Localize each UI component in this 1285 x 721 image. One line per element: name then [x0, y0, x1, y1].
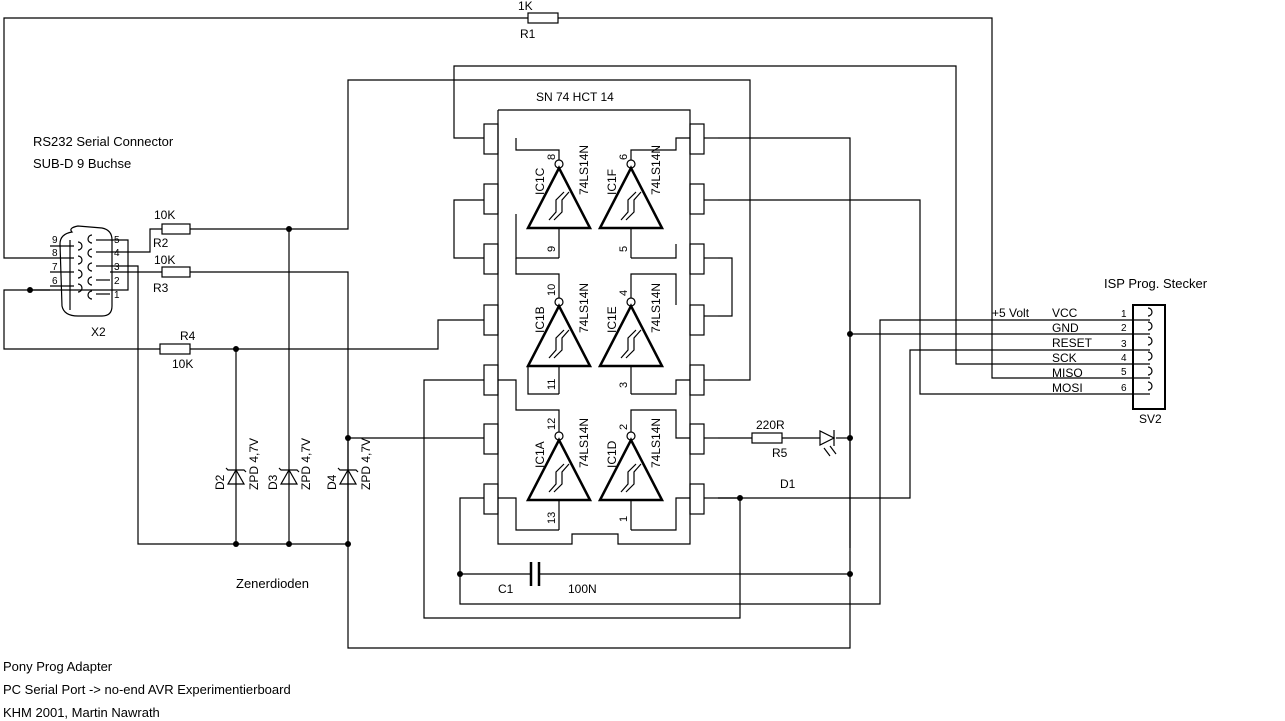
title-line-3: KHM 2001, Martin Nawrath	[3, 705, 160, 720]
ic1e-pin-out: 4	[618, 290, 630, 296]
isp-pin-1: 1	[1121, 309, 1127, 320]
d3-value: ZPD 4,7V	[299, 438, 313, 490]
connector-pin-7: 7	[52, 262, 58, 273]
resistors: 1K R1 10K R2 10K R3 R4 10K 220R R5	[153, 0, 788, 460]
connector-pin-2: 2	[114, 276, 120, 287]
ic1b-pin-out: 10	[546, 284, 558, 296]
connector-pin-8: 8	[52, 248, 58, 259]
isp-pin-2: 2	[1121, 323, 1127, 334]
isp-supply-label: +5 Volt	[992, 306, 1030, 320]
isp-signal-gnd: GND	[1052, 321, 1079, 335]
gate-ic1d: IC1D 74LS14N 2 1	[597, 409, 690, 531]
connector-pin-9: 9	[52, 235, 58, 246]
gate-ic1b: IC1B 74LS14N 10 11	[515, 258, 593, 395]
ic1f-pin-out: 6	[618, 154, 630, 160]
isp-signal-reset: RESET	[1052, 336, 1093, 350]
ic1e-part: 74LS14N	[649, 283, 663, 333]
gate-ic1a: IC1A 74LS14N 12 13	[498, 379, 593, 531]
ic1b-part: 74LS14N	[577, 283, 591, 333]
ic1d-pin-out: 2	[618, 424, 630, 430]
d2-value: ZPD 4,7V	[247, 438, 261, 490]
isp-signal-vcc: VCC	[1052, 306, 1078, 320]
isp-signal-miso: MISO	[1052, 366, 1083, 380]
connector-pin-5: 5	[114, 235, 120, 246]
d2-ref: D2	[213, 474, 227, 490]
isp-signal-sck: SCK	[1052, 351, 1077, 365]
ic1c-pin-out: 8	[546, 154, 558, 160]
led-ref: D1	[780, 477, 796, 491]
ic-name: SN 74 HCT 14	[536, 90, 614, 104]
ic1a-pin-in: 13	[546, 512, 558, 524]
isp-pin-3: 3	[1121, 339, 1127, 350]
connector-label-1: RS232 Serial Connector	[33, 134, 174, 149]
serial-connector: RS232 Serial Connector SUB-D 9 Buchse 9 …	[33, 134, 174, 339]
r2-ref: R2	[153, 236, 169, 250]
ic-package: SN 74 HCT 14	[483, 90, 718, 545]
isp-pin-6: 6	[1121, 383, 1127, 394]
r4-value: 10K	[172, 357, 193, 371]
d3-ref: D3	[266, 474, 280, 490]
gate-ic1c: IC1C 74LS14N 8 9	[515, 138, 593, 259]
isp-pin-4: 4	[1121, 353, 1127, 364]
connector-label-2: SUB-D 9 Buchse	[33, 156, 131, 171]
ic1d-ref: IC1D	[605, 440, 619, 468]
isp-title: ISP Prog. Stecker	[1104, 276, 1208, 291]
ic1c-pin-in: 9	[546, 246, 558, 252]
connector-pin-6: 6	[52, 276, 58, 287]
schmitt-gates: IC1C 74LS14N 8 9 IC1F 74LS14N 6 5	[498, 137, 690, 531]
ic1c-part: 74LS14N	[577, 145, 591, 195]
capacitor-value: 100N	[568, 582, 597, 596]
r5-ref: R5	[772, 446, 788, 460]
ic1f-part: 74LS14N	[649, 145, 663, 195]
r1-value: 1K	[518, 0, 533, 13]
ic1a-pin-out: 12	[546, 418, 558, 430]
led-d1: D1	[780, 430, 837, 491]
wires	[3, 17, 1128, 649]
title-block: Pony Prog Adapter PC Serial Port -> no-e…	[3, 659, 291, 720]
isp-signal-mosi: MOSI	[1052, 381, 1083, 395]
connector-pin-4: 4	[114, 248, 120, 259]
r3-ref: R3	[153, 281, 169, 295]
connector-pin-3: 3	[114, 262, 120, 273]
ic1b-ref: IC1B	[533, 306, 547, 333]
ic1a-ref: IC1A	[533, 441, 547, 468]
isp-pin-5: 5	[1121, 367, 1127, 378]
ic1e-pin-in: 3	[618, 382, 630, 388]
r2-value: 10K	[154, 208, 175, 222]
r1-ref: R1	[520, 27, 536, 41]
d4-value: ZPD 4,7V	[359, 438, 373, 490]
ic1d-pin-in: 1	[618, 516, 630, 522]
isp-connector: ISP Prog. Stecker 1 2 3 4 5 6 +5 Volt VC…	[992, 276, 1208, 426]
connector-pin-1: 1	[114, 290, 120, 301]
ic1d-part: 74LS14N	[649, 418, 663, 468]
ic1f-ref: IC1F	[605, 169, 619, 195]
zener-diodes: D2 ZPD 4,7V D3 ZPD 4,7V D4 ZPD 4,7V Zene…	[213, 438, 373, 591]
connector-ref: X2	[91, 325, 106, 339]
gate-ic1e: IC1E 74LS14N 4 3	[597, 273, 690, 395]
isp-ref: SV2	[1139, 412, 1162, 426]
ic1f-pin-in: 5	[618, 246, 630, 252]
title-line-1: Pony Prog Adapter	[3, 659, 113, 674]
ic1a-part: 74LS14N	[577, 418, 591, 468]
ic1c-ref: IC1C	[533, 167, 547, 195]
ic1e-ref: IC1E	[605, 306, 619, 333]
gate-ic1f: IC1F 74LS14N 6 5	[597, 137, 690, 259]
d4-ref: D4	[325, 474, 339, 490]
junction-dots	[27, 226, 853, 577]
r3-value: 10K	[154, 253, 175, 267]
zener-label: Zenerdioden	[236, 576, 309, 591]
capacitor-ref: C1	[498, 582, 514, 596]
r4-ref: R4	[180, 329, 196, 343]
r5-value: 220R	[756, 418, 785, 432]
ic1b-pin-in: 11	[546, 379, 558, 390]
capacitor-c1: C1 100N	[498, 562, 597, 596]
title-line-2: PC Serial Port -> no-end AVR Experimenti…	[3, 682, 291, 697]
